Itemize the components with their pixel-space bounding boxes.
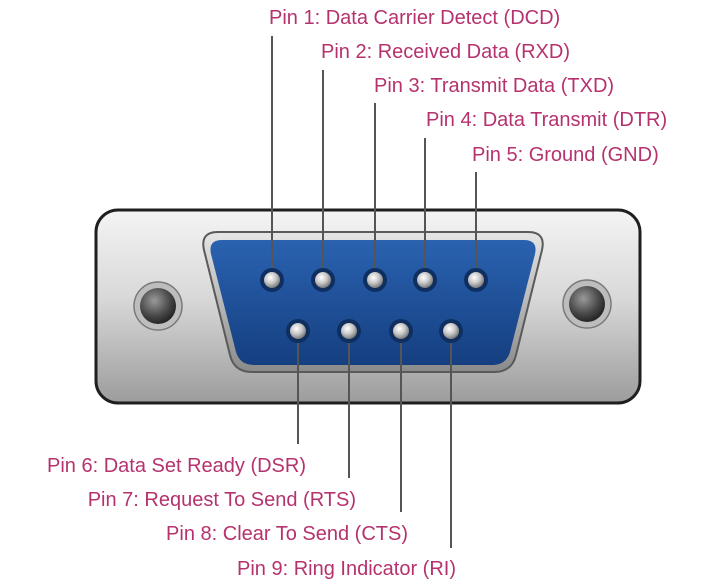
pin-7-label: Pin 7: Request To Send (RTS) <box>88 489 356 511</box>
pin-2-label: Pin 2: Received Data (RXD) <box>321 41 570 63</box>
pins <box>260 268 488 343</box>
pin-9-label: Pin 9: Ring Indicator (RI) <box>237 558 456 580</box>
left-screw-icon <box>133 281 183 331</box>
connector-face <box>210 240 536 365</box>
pin-8-icon <box>389 319 413 343</box>
pin-3-label: Pin 3: Transmit Data (TXD) <box>374 75 614 97</box>
pin-1-label: Pin 1: Data Carrier Detect (DCD) <box>269 7 560 29</box>
pin-4-icon <box>413 268 437 292</box>
pin-1-icon <box>260 268 284 292</box>
pin-6-icon <box>286 319 310 343</box>
pin-2-icon <box>311 268 335 292</box>
pin-9-icon <box>439 319 463 343</box>
pin-6-label: Pin 6: Data Set Ready (DSR) <box>47 455 306 477</box>
pin-4-label: Pin 4: Data Transmit (DTR) <box>426 109 667 131</box>
leader-lines <box>271 36 477 548</box>
right-screw-icon <box>562 279 612 329</box>
pin-7-icon <box>337 319 361 343</box>
pin-5-label: Pin 5: Ground (GND) <box>472 144 659 166</box>
pin-5-icon <box>464 268 488 292</box>
pin-3-icon <box>363 268 387 292</box>
pin-8-label: Pin 8: Clear To Send (CTS) <box>166 523 408 545</box>
